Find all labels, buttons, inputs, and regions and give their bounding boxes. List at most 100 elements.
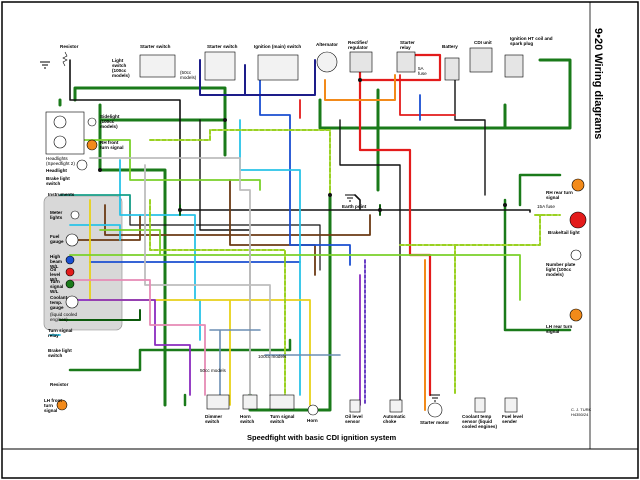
- dimmer-switch-block: [206, 394, 230, 410]
- junction-dots: [98, 78, 507, 212]
- wire-purple: [69, 274, 361, 406]
- instrument-lamps: [65, 210, 80, 309]
- number-plate-lamp: [570, 249, 582, 261]
- diagram-caption: Speedfight with basic CDI ignition syste…: [247, 433, 397, 442]
- top-components: [62, 47, 524, 81]
- turn-switch-block: [269, 394, 295, 410]
- label-fuel-sender: Fuel level sender: [502, 414, 523, 424]
- wire-light-blue: [49, 119, 301, 396]
- earth-symbol: [430, 394, 440, 402]
- label-auto-choke: Automatic choke: [383, 414, 406, 424]
- label-number-plate: Number plate light (100cc models): [546, 262, 576, 277]
- oil-sensor-block: [349, 399, 361, 413]
- horn-symbol: [307, 404, 319, 416]
- starter-switch-block-2: [204, 51, 236, 81]
- label-fuse: 5A fuse: [418, 66, 427, 76]
- label-sidelight: Sidelight (100cc models): [100, 114, 120, 129]
- starter-relay-block: [396, 51, 416, 73]
- earth-symbols: [40, 61, 440, 402]
- battery-block: [444, 57, 460, 81]
- label-turn-switch: Turn signal switch: [270, 414, 295, 424]
- label-fuel-gauge: Fuel gauge: [50, 234, 64, 244]
- junction: [358, 78, 362, 82]
- resistor-top-symbol: [62, 51, 68, 67]
- label-alternator: Alternator: [316, 42, 338, 47]
- label-coolant-sensor: Coolant temp sensor (liquid cooled engin…: [462, 414, 497, 429]
- label-15a-fuse: 15A fuse: [537, 204, 555, 209]
- label-horn-switch: Horn switch: [240, 414, 255, 424]
- wire-black-3: [129, 194, 321, 271]
- headlight-lamp-upper: [53, 115, 67, 129]
- label-dimmer-switch: Dimmer switch: [205, 414, 223, 424]
- label-ht-coil: Ignition HT coil and spark plug: [510, 36, 553, 46]
- label-resistor-top: Resistor: [60, 44, 79, 49]
- label-light-switch: Light switch (100cc models): [112, 58, 130, 78]
- oil-level-wl: [65, 267, 75, 277]
- wire-teal: [59, 194, 131, 211]
- junction: [378, 208, 382, 212]
- label-starter-switch-2: Starter switch: [207, 44, 238, 49]
- label-brake-light-switch: Brake light switch: [46, 176, 70, 186]
- wire-green-right: [248, 58, 572, 412]
- label-fifty-cc: (50cc models): [180, 70, 197, 80]
- label-coolant-gauge: Coolant temp. gauge: [50, 295, 68, 310]
- label-rh-front-turn: RH front turn signal: [100, 140, 124, 150]
- junction: [503, 203, 507, 207]
- label-starter-relay: Starter relay: [400, 40, 415, 50]
- label-horn: Horn: [307, 418, 318, 423]
- brake-tail-lamp: [569, 211, 587, 229]
- label-battery: Battery: [442, 44, 458, 49]
- junction: [328, 193, 332, 197]
- ht-coil-block: [504, 54, 524, 78]
- label-resistor-left: Resistor: [50, 382, 69, 387]
- junction: [223, 118, 227, 122]
- label-lh-front-turn: LH front turn signal: [44, 398, 62, 413]
- junction: [178, 208, 182, 212]
- page-heading: 9•20 Wiring diagrams: [592, 28, 604, 140]
- bottom-components: [206, 394, 518, 418]
- label-headlight: Headlight: [46, 168, 67, 173]
- earth-symbol: [40, 61, 50, 69]
- label-meter-lights: Meter lights: [50, 210, 63, 220]
- label-starter-switch-1: Starter switch: [140, 44, 171, 49]
- label-high-beam: High beam W/L: [50, 254, 63, 269]
- label-oil-level-wl: Oil level W/L: [50, 267, 61, 282]
- wire-grey-blue: [209, 329, 341, 396]
- label-100cc-models: 100cc models: [258, 354, 287, 359]
- wire-harness: [49, 53, 572, 412]
- wire-pink: [69, 279, 206, 396]
- left-lamps: [45, 111, 98, 411]
- wire-yellow-green-dash: [149, 129, 561, 406]
- label-rh-rear-turn: RH rear turn signal: [546, 190, 573, 200]
- coolant-gauge-dial: [65, 295, 79, 309]
- label-oil-level-sensor: Oil level sensor: [345, 414, 363, 424]
- label-starter-motor: Starter motor: [420, 420, 450, 425]
- cdi-unit-block: [469, 47, 493, 73]
- earth-symbol: [345, 194, 355, 202]
- high-beam-wl: [65, 255, 75, 265]
- label-brake-tail: Brake/tail light: [548, 230, 580, 235]
- label-headlights: Headlights (Speedfight 2): [46, 156, 75, 166]
- label-earth-point: Earth point: [342, 204, 367, 209]
- coolant-sensor-block: [474, 397, 486, 413]
- meter-light-lamp: [70, 210, 80, 220]
- sidelight-lamp: [87, 117, 97, 127]
- label-lh-rear-turn: LH rear turn signal: [546, 324, 573, 334]
- junction: [98, 168, 102, 172]
- rear-lamps: [569, 178, 587, 322]
- starter-motor-symbol: [427, 402, 443, 418]
- wire-lime: [69, 139, 521, 301]
- rh-front-turn-lamp: [86, 139, 98, 151]
- lh-rear-turn-lamp: [569, 308, 583, 322]
- label-rectifier: Rectifier/ regulator: [348, 40, 368, 50]
- rectifier-block: [349, 51, 373, 73]
- wire-dark-navy: [199, 59, 316, 96]
- starter-switch-block-1: [139, 54, 176, 78]
- wire-green-main: [58, 86, 227, 407]
- rh-rear-turn-lamp: [571, 178, 585, 192]
- credit-line: C. J. TURK: [571, 407, 592, 412]
- label-cdi-unit: CDI unit: [474, 40, 492, 45]
- lh-front-turn-lamp: [56, 399, 68, 411]
